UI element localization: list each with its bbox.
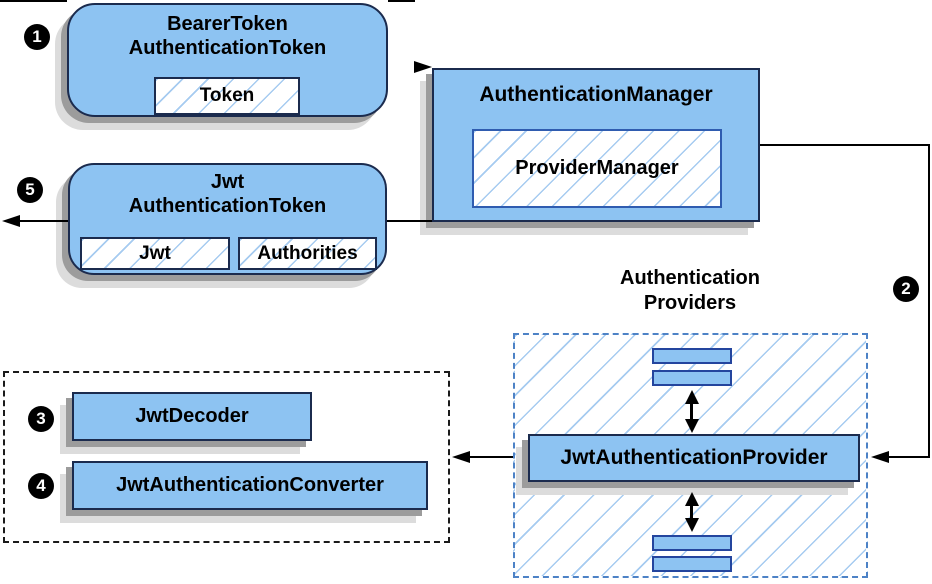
jwt-authentication-provider-node: JwtAuthenticationProvider xyxy=(528,434,860,482)
bearer-token-title: BearerToken AuthenticationToken xyxy=(128,13,327,59)
step-1-badge: 1 xyxy=(24,24,50,50)
step-2-badge: 2 xyxy=(893,276,919,302)
authorities-field: Authorities xyxy=(238,237,377,270)
provider-in-line xyxy=(887,456,930,458)
provider-stack-bar xyxy=(652,348,732,364)
to-helpers-arrowhead-icon xyxy=(452,451,470,463)
bidirectional-arrow-top-up-icon xyxy=(685,390,699,404)
result-out-line xyxy=(18,220,68,222)
to-helpers-line xyxy=(468,456,513,458)
to-manager-line xyxy=(388,0,415,2)
provider-in-arrowhead-icon xyxy=(871,451,889,463)
provider-stack-bar xyxy=(652,556,732,572)
step-5-badge: 5 xyxy=(17,177,43,203)
jwt-authentication-converter-node: JwtAuthenticationConverter xyxy=(72,461,428,510)
step-4-badge: 4 xyxy=(28,473,54,499)
provider-stack-bar xyxy=(652,535,732,551)
provider-stack-bar xyxy=(652,370,732,386)
provider-manager-box: ProviderManager xyxy=(472,129,722,208)
jwt-authentication-token-node: Jwt AuthenticationToken Jwt Authorities xyxy=(68,163,387,275)
bidirectional-arrow-bottom-up-icon xyxy=(685,492,699,506)
bidirectional-arrow-bottom-down-icon xyxy=(685,518,699,532)
jwt-field: Jwt xyxy=(80,237,230,270)
authentication-manager-node: AuthenticationManager ProviderManager xyxy=(432,68,760,222)
bidirectional-arrow-bottom-shaft xyxy=(690,504,693,521)
request-in-line xyxy=(0,0,67,2)
result-out-arrowhead-icon xyxy=(2,215,20,227)
step-3-badge: 3 xyxy=(28,406,54,432)
authentication-providers-label: Authentication Providers xyxy=(620,267,760,314)
bidirectional-arrow-top-shaft xyxy=(690,402,693,422)
token-field: Token xyxy=(154,77,300,115)
bidirectional-arrow-top-down-icon xyxy=(685,419,699,433)
bearer-token-authentication-token-node: BearerToken AuthenticationToken Token xyxy=(67,3,388,117)
jwt-authentication-token-title: Jwt AuthenticationToken xyxy=(128,171,327,217)
result-mid-line xyxy=(387,220,432,222)
jwt-decoder-node: JwtDecoder xyxy=(72,392,312,441)
authentication-manager-title: AuthenticationManager xyxy=(479,83,713,106)
manager-out-line-vertical xyxy=(928,144,930,458)
manager-out-line-horizontal xyxy=(760,144,930,146)
to-manager-arrowhead-icon xyxy=(414,61,432,73)
